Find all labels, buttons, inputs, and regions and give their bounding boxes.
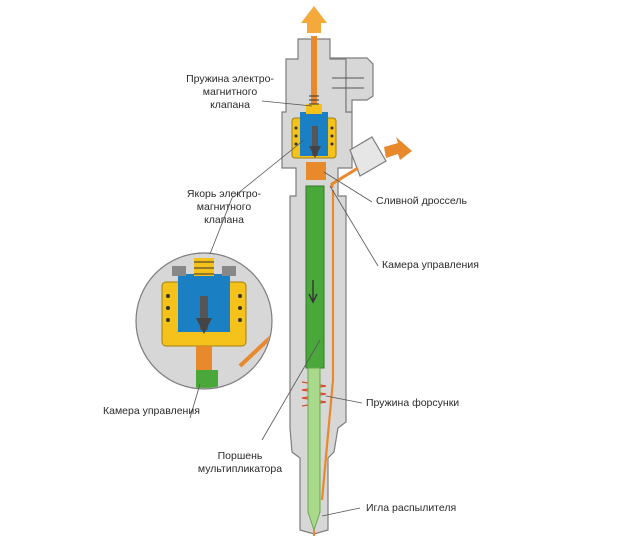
label-multiplier-piston: Поршень мультипликатора [197,450,283,475]
electrical-connector [329,57,374,113]
up-arrow-icon [301,6,327,33]
nozzle-needle [307,367,321,532]
label-control-chamber-inset: Камера управления [103,405,200,417]
label-injector-spring: Пружина форсунки [366,397,460,409]
label-nozzle-needle: Игла распылителя [366,502,457,514]
label-drain-throttle: Сливной дроссель [376,195,467,207]
label-control-chamber-main: Камера управления [382,259,479,271]
label-solenoid-spring: Пружина электро- магнитного клапана [186,73,274,111]
solenoid-valve [291,95,337,159]
multiplier-piston [305,185,325,369]
injector-spring [301,381,327,407]
label-solenoid-armature: Якорь электро- магнитного клапана [186,188,262,226]
inset-detail [135,252,273,390]
right-arrow-icon [384,137,412,160]
